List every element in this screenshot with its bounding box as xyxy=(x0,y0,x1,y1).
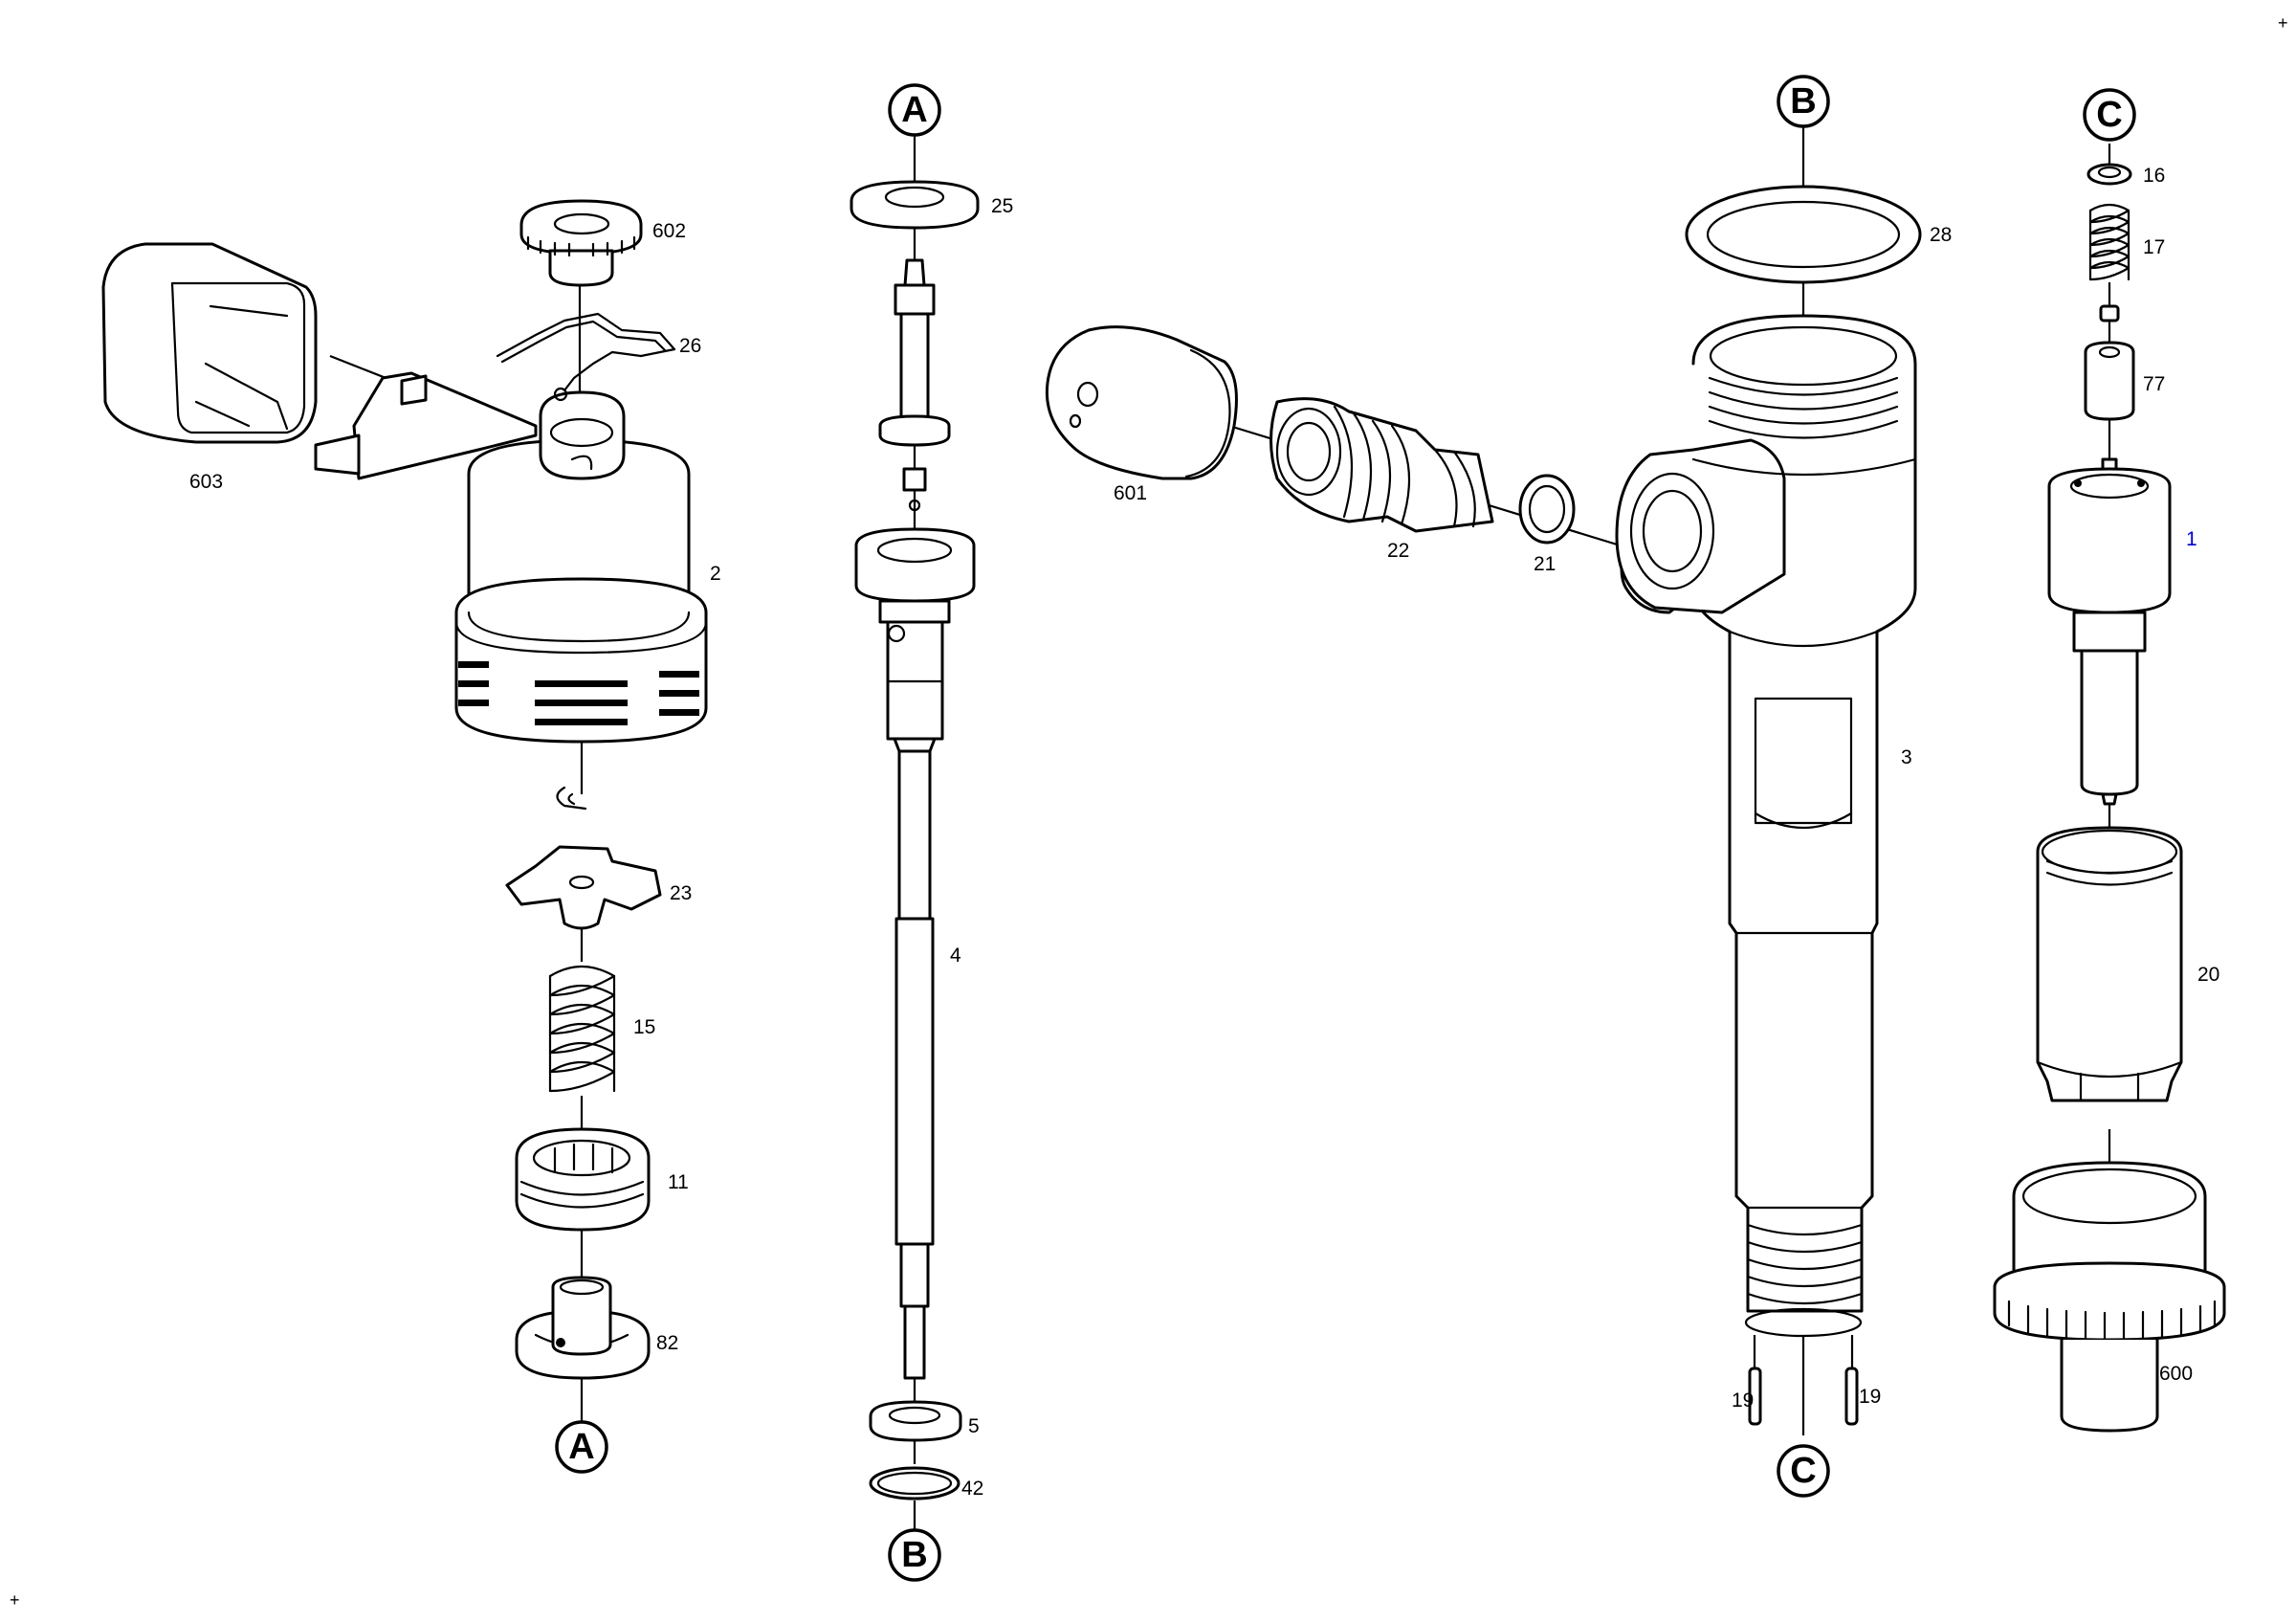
ref-c-top: C xyxy=(2083,88,2136,142)
part-26-spring-clip[interactable] xyxy=(496,312,676,402)
ref-b-bottom: B xyxy=(888,1528,941,1582)
part-23-armature-plate[interactable] xyxy=(505,786,662,930)
part-19-pin-left[interactable] xyxy=(1748,1367,1762,1426)
ref-b-top-label: B xyxy=(1790,81,1816,122)
label-17: 17 xyxy=(2143,236,2165,258)
part-602-knurled-cap[interactable] xyxy=(519,199,643,287)
part-16-shim[interactable] xyxy=(2086,163,2132,186)
ref-a-bottom-label: A xyxy=(568,1427,594,1467)
part-15-spring[interactable] xyxy=(548,966,616,1093)
part-603-connector-housing[interactable] xyxy=(101,242,318,444)
label-601: 601 xyxy=(1114,482,1147,504)
part-4-valve-rod[interactable] xyxy=(854,258,976,1380)
label-600: 600 xyxy=(2159,1363,2193,1385)
ref-c-top-label: C xyxy=(2096,95,2122,135)
part-number-labels: 602 26 603 2 23 15 11 82 25 4 5 42 601 2… xyxy=(189,165,2219,1500)
part-22-inlet-connector[interactable] xyxy=(1269,397,1494,533)
part-77-spacer[interactable] xyxy=(2084,341,2135,421)
label-603: 603 xyxy=(189,471,223,493)
part-28-o-ring[interactable] xyxy=(1685,185,1922,284)
label-4: 4 xyxy=(950,945,961,967)
label-77: 77 xyxy=(2143,373,2165,395)
label-23: 23 xyxy=(670,882,692,904)
part-25-shim[interactable] xyxy=(850,180,980,230)
part-pressure-pin xyxy=(2099,304,2120,322)
part-21-sealing-ring[interactable] xyxy=(1518,474,1576,545)
part-17-spring[interactable] xyxy=(2088,203,2130,281)
label-16: 16 xyxy=(2143,165,2165,187)
label-28: 28 xyxy=(1930,224,1952,246)
part-1-nozzle[interactable] xyxy=(2047,457,2172,806)
label-20: 20 xyxy=(2197,964,2219,986)
label-25: 25 xyxy=(991,195,1013,217)
ref-b-bottom-label: B xyxy=(901,1535,927,1575)
label-19-left: 19 xyxy=(1732,1390,1754,1412)
corner-mark-top-right: + xyxy=(2278,13,2288,33)
label-1: 1 xyxy=(2186,528,2197,550)
part-82-valve-seat[interactable] xyxy=(515,1276,651,1380)
label-26: 26 xyxy=(679,335,701,357)
part-5-washer[interactable] xyxy=(869,1400,962,1442)
label-19-right: 19 xyxy=(1859,1386,1881,1408)
ref-b-top: B xyxy=(1777,75,1830,128)
label-42: 42 xyxy=(961,1478,983,1500)
label-21: 21 xyxy=(1534,553,1556,575)
part-601-protective-cap[interactable] xyxy=(1045,325,1238,480)
label-11: 11 xyxy=(668,1171,689,1193)
part-19-pin-right[interactable] xyxy=(1844,1367,1859,1426)
label-82: 82 xyxy=(656,1332,678,1354)
label-15: 15 xyxy=(633,1016,655,1038)
label-22: 22 xyxy=(1387,540,1409,562)
part-42-o-ring[interactable] xyxy=(869,1466,960,1501)
ref-a-top-label: A xyxy=(901,90,927,130)
part-600-protective-sleeve[interactable] xyxy=(1993,1161,2226,1433)
label-602: 602 xyxy=(652,220,686,242)
ref-c-bottom: C xyxy=(1777,1444,1830,1498)
part-20-nozzle-nut[interactable] xyxy=(2036,826,2183,1102)
part-2-solenoid[interactable] xyxy=(314,371,708,744)
label-2: 2 xyxy=(710,563,721,585)
part-11-nut[interactable] xyxy=(515,1127,651,1232)
label-3: 3 xyxy=(1901,746,1912,768)
corner-mark-bottom-left: + xyxy=(10,1590,20,1610)
ref-a-top: A xyxy=(888,83,941,137)
label-5: 5 xyxy=(968,1415,980,1437)
part-3-injector-body[interactable] xyxy=(1615,314,1917,1338)
ref-c-bottom-label: C xyxy=(1790,1451,1816,1491)
ref-a-bottom: A xyxy=(555,1420,608,1474)
